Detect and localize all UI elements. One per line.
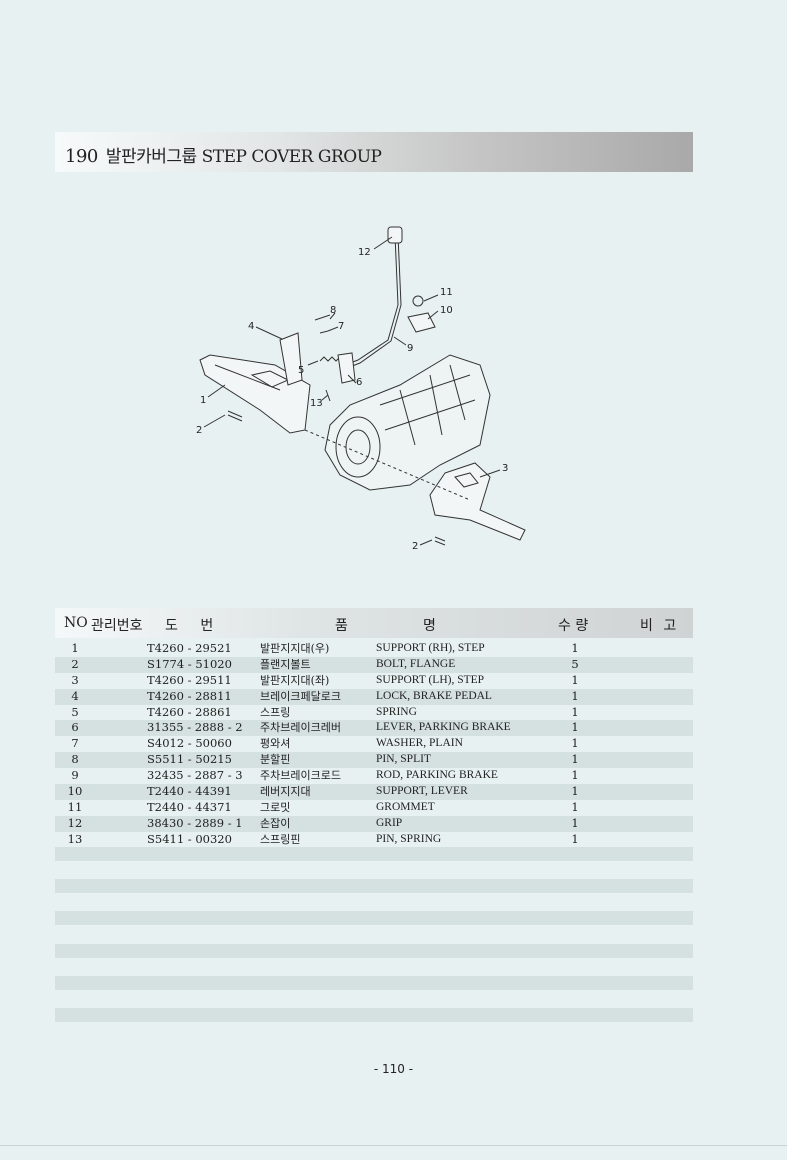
- empty-row-stripe: [55, 944, 693, 958]
- callout-13: 13: [310, 398, 323, 409]
- empty-row-stripe: [55, 847, 693, 861]
- header-mgmt-number: 관리번호: [91, 618, 143, 634]
- header-no: NO: [64, 615, 88, 631]
- callout-10: 10: [440, 305, 453, 316]
- empty-row-stripe: [55, 976, 693, 990]
- callout-9: 9: [407, 343, 413, 354]
- page-number: - 110 -: [373, 1062, 414, 1076]
- table-row: 3 T4260 - 29511 발판지지대(좌) SUPPORT (LH), S…: [71, 672, 579, 687]
- table-row: 2 S1774 - 51020 플랜지볼트 BOLT, FLANGE 5: [55, 656, 693, 673]
- header-remarks: 비 고: [640, 618, 677, 634]
- callout-6: 6: [356, 377, 362, 388]
- header-name-part2: 명: [423, 618, 436, 634]
- callout-8: 8: [330, 305, 336, 316]
- callout-12: 12: [358, 247, 371, 258]
- table-row: 6 31355 - 2888 - 2 주차브레이크레버 LEVER, PARKI…: [55, 720, 693, 737]
- table-row: 12 38430 - 2889 - 1 손잡이 GRIP 1: [55, 815, 693, 832]
- table-header: NO 관리번호 도 번 품 명 수 량 비 고: [55, 608, 693, 638]
- table-row: 9 32435 - 2887 - 3 주차브레이크로드 ROD, PARKING…: [71, 768, 579, 783]
- callout-2b: 2: [412, 541, 418, 552]
- callout-3: 3: [502, 463, 508, 474]
- table-row: 4 T4260 - 28811 브레이크페달로크 LOCK, BRAKE PED…: [55, 688, 693, 705]
- table-row: 1 T4260 - 29521 발판지지대(우) SUPPORT (RH), S…: [71, 641, 579, 655]
- table-row: 11 T2440 - 44371 그로밋 GROMMET 1: [67, 799, 579, 814]
- callout-2: 2: [196, 425, 202, 436]
- empty-row-stripe: [55, 1008, 693, 1022]
- section-number: 190: [65, 146, 98, 167]
- parts-list: 1 T4260 - 29521 발판지지대(우) SUPPORT (RH), S…: [55, 641, 693, 848]
- empty-row-stripe: [55, 879, 693, 893]
- bottom-divider: [0, 1145, 787, 1146]
- empty-row-stripe: [55, 911, 693, 925]
- section-title-bar: 190 발판카버그룹 STEP COVER GROUP: [55, 132, 693, 172]
- callout-7: 7: [338, 321, 344, 332]
- callout-11: 11: [440, 287, 453, 298]
- header-quantity: 수 량: [558, 618, 589, 634]
- callout-1: 1: [200, 395, 206, 406]
- section-name: 발판카버그룹 STEP COVER GROUP: [105, 147, 382, 167]
- table-row: 5 T4260 - 28861 스프링 SPRING 1: [71, 704, 579, 719]
- table-row: 8 S5511 - 50215 분할핀 PIN, SPLIT 1: [55, 752, 693, 769]
- callout-4: 4: [248, 321, 254, 332]
- table-row: 7 S4012 - 50060 평와셔 WASHER, PLAIN 1: [71, 736, 579, 751]
- callout-5: 5: [298, 365, 304, 376]
- diagram-callouts: 12 8 11 4 7 10 9 5 6 13 1 2 3 2: [196, 247, 508, 552]
- section-title: 190 발판카버그룹 STEP COVER GROUP: [65, 142, 382, 167]
- exploded-parts-diagram: 12 8 11 4 7 10 9 5 6 13 1 2 3 2: [196, 226, 526, 552]
- table-row: 13 S5411 - 00320 스프링핀 PIN, SPRING 1: [67, 831, 579, 846]
- header-name-part1: 품: [335, 618, 348, 634]
- header-drawing-number: 도 번: [165, 618, 214, 634]
- table-row: 10 T2440 - 44391 레버지지대 SUPPORT, LEVER 1: [55, 784, 693, 800]
